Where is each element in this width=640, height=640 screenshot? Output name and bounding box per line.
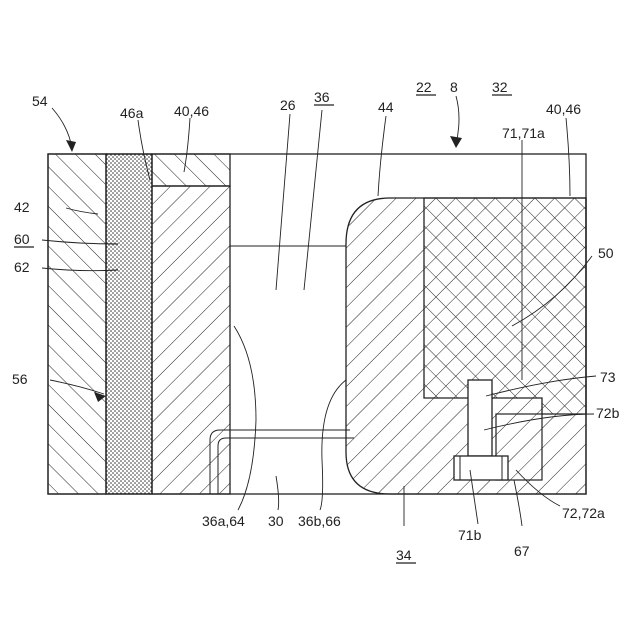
label-26: 26 [280,97,296,113]
label-62: 62 [14,259,30,275]
part-50-block [424,198,586,414]
label-46a: 46a [120,105,144,121]
label-72-72a: 72,72a [562,505,605,521]
label-22: 22 [416,79,432,95]
label-36b-66: 36b,66 [298,513,341,529]
label-34: 34 [396,547,412,563]
label-54: 54 [32,93,48,109]
label-30: 30 [268,513,284,529]
label-36a-64: 36a,64 [202,513,245,529]
arrowhead-54 [66,140,76,152]
label-71b: 71b [458,527,482,543]
label-32: 32 [492,79,508,95]
label-42: 42 [14,199,30,215]
part-46a-top-block [152,154,230,186]
label-71-71a: 71,71a [502,125,545,141]
label-8: 8 [450,79,458,95]
label-50: 50 [598,245,614,261]
channel-30-inner [218,438,354,494]
label-60: 60 [14,231,30,247]
label-72b: 72b [596,405,620,421]
bolt-73-shank [468,380,492,456]
arrowhead-8 [450,136,462,148]
label-44: 44 [378,99,394,115]
label-40-46-left: 40,46 [174,103,209,119]
label-40-46-right: 40,46 [546,101,581,117]
part-42-left-plate [48,154,106,494]
label-73: 73 [600,369,616,385]
label-56: 56 [12,371,28,387]
label-36: 36 [314,89,330,105]
channel-30-outline [210,430,350,494]
label-67: 67 [514,543,530,559]
bolt-71b-head [454,456,508,480]
part-62-dotted-layer [106,154,152,494]
